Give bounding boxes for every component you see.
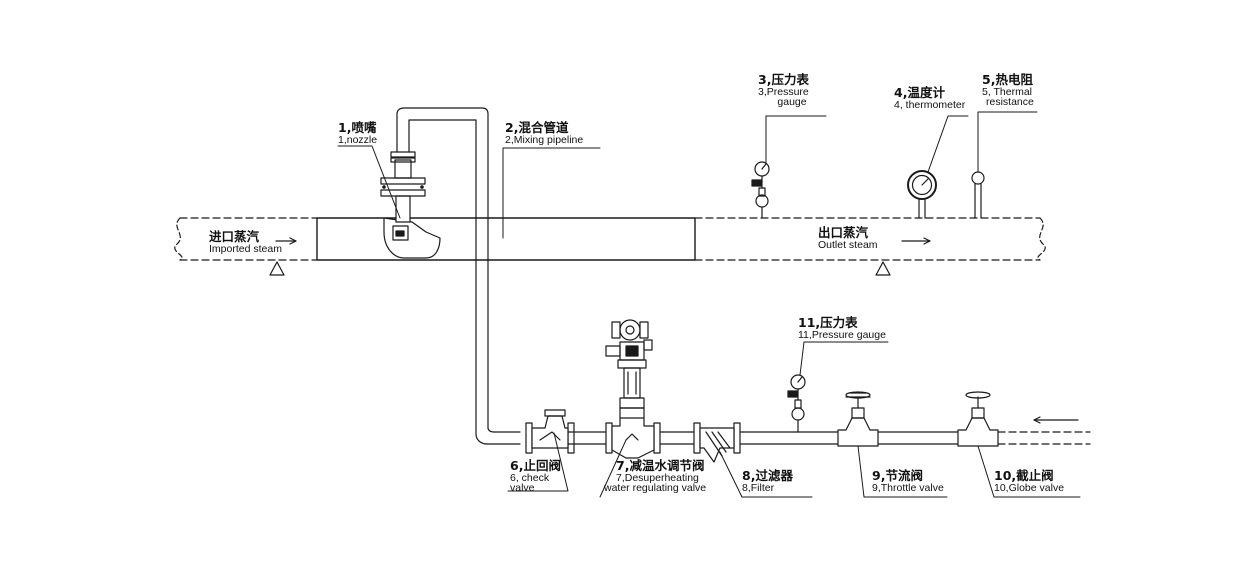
pressure-gauge-11-label-en: 11,Pressure gauge — [798, 328, 886, 341]
thermometer-label-zh: 4,温度计 — [894, 85, 945, 100]
pressure-gauge-3-label-en-1: 3,Pressure — [758, 85, 809, 98]
flow-arrow-icon — [1034, 417, 1078, 423]
thermometer-label-en: 4, thermometer — [894, 98, 966, 111]
nozzle-label-zh: 1,喷嘴 — [338, 120, 377, 135]
throttle-valve-label-zh: 9,节流阀 — [872, 468, 923, 483]
support-icon — [270, 262, 284, 275]
inlet-steam-label-zh: 进口蒸汽 — [209, 229, 260, 244]
mixing-pipeline-label-en: 2,Mixing pipeline — [505, 133, 584, 146]
pressure-gauge-3 — [752, 162, 769, 218]
main-steam-pipe — [175, 218, 1045, 260]
globe-valve-label-zh: 10,截止阀 — [994, 468, 1054, 483]
check-valve-label-en-1: 6, check — [510, 471, 550, 484]
thermal-resistance — [972, 172, 984, 218]
thermal-resistance-label-en-2: resistance — [986, 96, 1034, 108]
check-valve — [526, 410, 574, 453]
check-valve-label-zh: 6,止回阀 — [510, 458, 561, 473]
outlet-steam-label-en: Outlet steam — [818, 238, 878, 251]
pressure-gauge-3-label-zh: 3,压力表 — [758, 72, 809, 87]
nozzle-label-en: 1,nozzle — [338, 133, 378, 146]
inlet-steam-label-en: Imported steam — [209, 242, 282, 255]
globe-valve-label-en: 10,Globe valve — [994, 481, 1065, 494]
nozzle — [381, 152, 440, 258]
water-injection-line — [397, 108, 1090, 444]
globe-valve — [958, 391, 998, 446]
throttle-valve — [838, 391, 878, 446]
thermal-resistance-label-en-1: 5, Thermal — [982, 85, 1032, 98]
regulating-valve-label-en-1: 7,Desuperheating — [616, 471, 699, 484]
regulating-valve-label-zh: 7,减温水调节阀 — [616, 458, 705, 473]
leader-lines — [338, 112, 1080, 497]
flow-arrow-icon — [902, 238, 930, 244]
pressure-gauge-11 — [788, 375, 805, 432]
desuperheating-regulating-valve — [606, 320, 660, 458]
filter-label-en: 8,Filter — [742, 481, 775, 494]
support-icon — [876, 262, 890, 275]
thermometer — [908, 171, 936, 218]
flow-arrow-icon — [276, 238, 296, 244]
filter-label-zh: 8,过滤器 — [742, 468, 793, 483]
regulating-valve-label-en-2: water regulating valve — [604, 482, 707, 494]
mixing-pipeline-label-zh: 2,混合管道 — [505, 120, 569, 135]
thermal-resistance-label-zh: 5,热电阻 — [982, 72, 1033, 87]
outlet-steam-label-zh: 出口蒸汽 — [818, 225, 869, 240]
pressure-gauge-3-label-en-2: gauge — [777, 96, 807, 108]
filter — [694, 423, 740, 462]
check-valve-label-en-2: valve — [510, 482, 535, 494]
throttle-valve-label-en: 9,Throttle valve — [872, 481, 944, 494]
pressure-gauge-11-label-zh: 11,压力表 — [798, 315, 858, 330]
